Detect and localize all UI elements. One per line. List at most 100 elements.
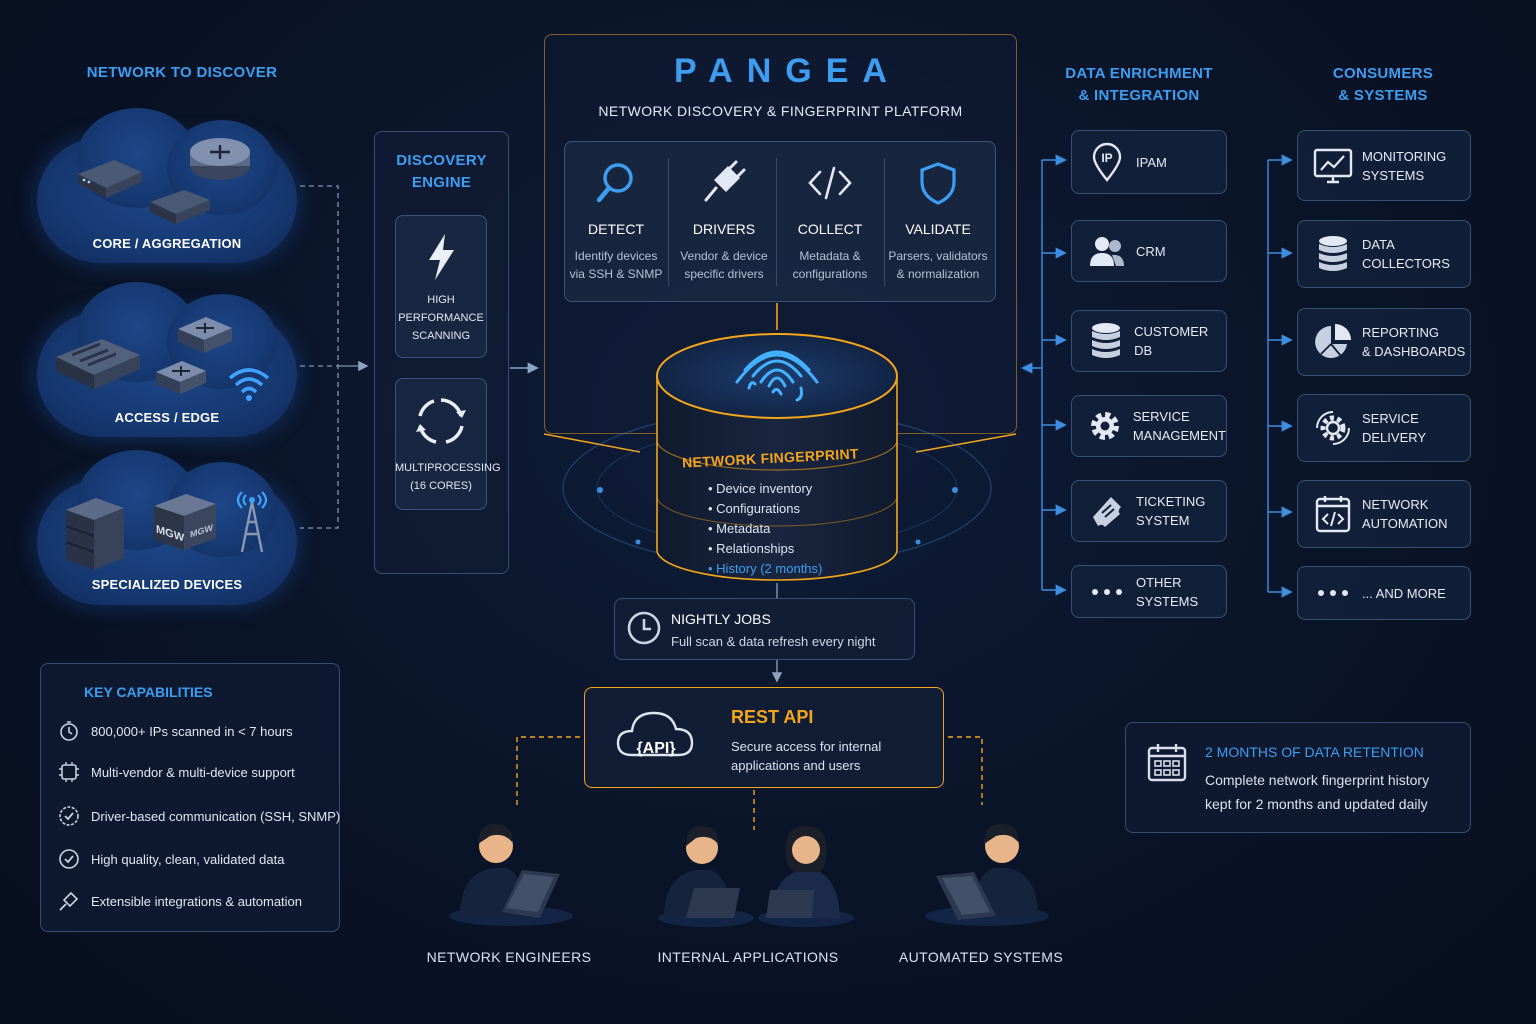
router-icon (190, 138, 250, 180)
fingerprint-item: • Relationships (708, 541, 795, 556)
access-router-icon (156, 361, 206, 394)
nightly-jobs-box (614, 598, 915, 660)
capability-text: High quality, clean, validated data (91, 851, 285, 867)
feature-divider (668, 158, 669, 286)
capability-row: Extensible integrations & automation (58, 890, 302, 912)
check-badge-icon (59, 806, 79, 826)
capability-text: Extensible integrations & automation (91, 893, 303, 909)
engine-title-line2: ENGINE (411, 174, 472, 191)
feature-divider (776, 158, 777, 286)
feature-collect-desc: Metadata &configurations (792, 249, 868, 281)
consumer-card-and-more[interactable]: ... AND MORE (1297, 566, 1471, 620)
shield-icon (920, 162, 956, 205)
engine-item-scanning-line3: SCANNING (411, 330, 471, 342)
database-icon (1319, 236, 1347, 271)
feature-collect: COLLECT Metadata &configurations (776, 160, 884, 283)
enrichment-card-crm[interactable]: CRM (1071, 220, 1227, 282)
rest-api-box (584, 687, 944, 788)
consumer-card-reporting[interactable]: REPORTING& DASHBOARDS (1297, 308, 1471, 376)
server-rack-icon (65, 498, 124, 570)
nightly-jobs-desc: Full scan & data refresh every night (671, 634, 876, 649)
engine-item-scanning-line2: PERFORMANCE (398, 312, 484, 324)
people-label-internal-apps: INTERNAL APPLICATIONS (657, 949, 839, 965)
feature-drivers-title: DRIVERS (692, 221, 756, 237)
plug-icon (704, 160, 746, 202)
plug-icon (59, 891, 79, 911)
people-label-engineers: NETWORK ENGINEERS (426, 949, 592, 965)
check-circle-icon (59, 849, 79, 869)
fingerprint-item: • Configurations (708, 501, 800, 516)
fingerprint-database-cylinder (656, 333, 898, 581)
capability-text: 800,000+ IPs scanned in < 7 hours (91, 723, 293, 739)
pie-chart-icon (1315, 324, 1351, 358)
code-doc-icon (1315, 496, 1351, 533)
fingerprint-item-list: • Device inventory • Configurations • Me… (708, 479, 822, 579)
patch-panel-icon (56, 339, 140, 389)
more-dots-icon (1092, 588, 1122, 595)
engine-item-multiprocessing-line1: MULTIPROCESSING (395, 462, 501, 474)
capability-text: Driver-based communication (SSH, SNMP) (91, 808, 341, 824)
feature-validate: VALIDATE Parsers, validators& normalizat… (884, 160, 992, 283)
enrichment-label: CUSTOMER DB (1134, 324, 1209, 358)
mgw-box-icon (154, 494, 216, 550)
key-capabilities-title: KEY CAPABILITIES (84, 684, 213, 700)
enrichment-card-customer-db[interactable]: CUSTOMER DB (1071, 310, 1227, 372)
consumer-label: ... AND MORE (1362, 585, 1446, 601)
ticket-icon (1093, 497, 1121, 527)
database-icon (1092, 323, 1121, 358)
gear-icon (1091, 412, 1120, 440)
users-icon (1090, 237, 1124, 266)
enrichment-card-ipam[interactable]: IP IPAM (1071, 130, 1227, 194)
fingerprint-history-item: • History (2 months) (708, 561, 823, 576)
feature-detect-title: DETECT (588, 221, 644, 237)
server-box-icon (150, 190, 210, 224)
fingerprint-icon (735, 350, 819, 402)
access-switch-icon (178, 317, 232, 353)
ip-pin-icon: IP (1092, 142, 1122, 182)
antenna-tower-icon (236, 491, 268, 553)
network-section-title: NETWORK TO DISCOVER (86, 64, 278, 81)
wifi-icon (228, 368, 270, 401)
fingerprint-item: • Device inventory (708, 481, 813, 496)
consumer-label: REPORTING& DASHBOARDS (1362, 325, 1466, 359)
engine-item-scanning-line1: HIGH (427, 294, 455, 306)
capability-row: 800,000+ IPs scanned in < 7 hours (58, 720, 293, 742)
engine-item-multiprocessing-line2: (16 CORES) (410, 480, 472, 492)
feature-collect-title: COLLECT (797, 221, 863, 237)
enrichment-title-line2: & INTEGRATION (1078, 87, 1200, 104)
consumers-title-line2: & SYSTEMS (1338, 87, 1428, 104)
gear-cycle-icon (1316, 411, 1350, 445)
people-label-automated: AUTOMATED SYSTEMS (898, 949, 1064, 965)
internal-app-user-person-icon (658, 825, 754, 927)
nightly-jobs-title: NIGHTLY JOBS (671, 611, 771, 627)
engine-title-line1: DISCOVERY (396, 152, 487, 169)
cycle-arrows-icon (416, 398, 466, 444)
capability-text: Multi-vendor & multi-device support (91, 764, 295, 780)
api-cloud-icon (616, 711, 694, 757)
enrichment-label: CRM (1136, 243, 1166, 259)
key-capabilities-panel (40, 663, 340, 932)
internal-app-user-female-icon (758, 826, 854, 927)
engine-item-scanning (395, 215, 487, 358)
switch-icon (78, 160, 142, 198)
feature-divider (884, 158, 885, 286)
clock-icon (627, 611, 661, 645)
